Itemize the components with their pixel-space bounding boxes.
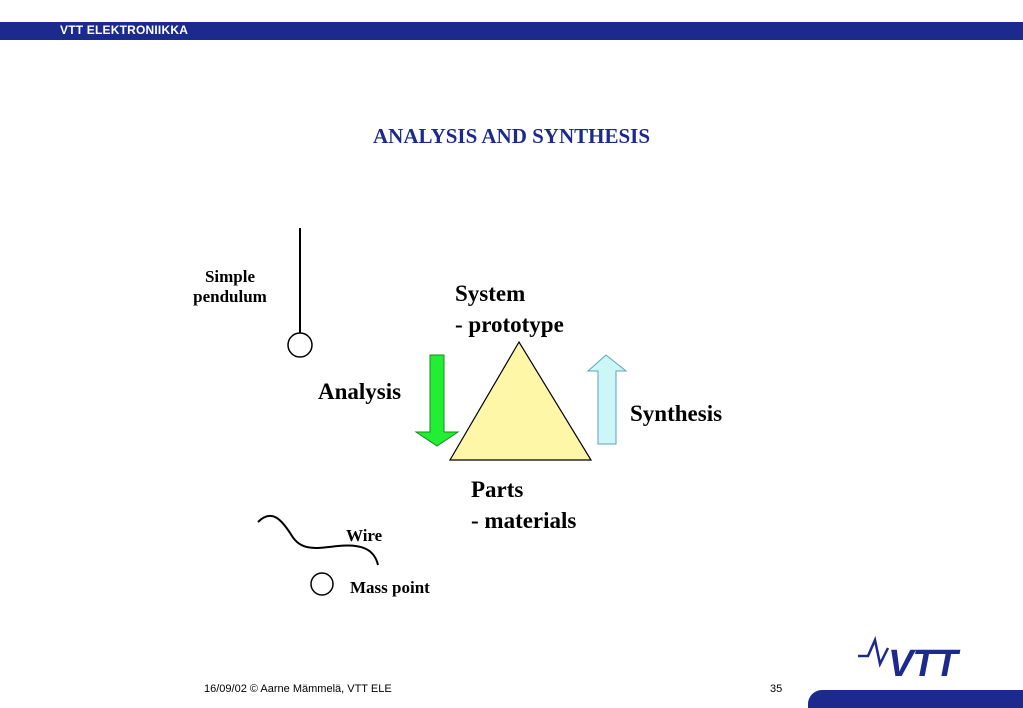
pendulum-bob (287, 332, 313, 358)
synthesis-label: Synthesis (630, 401, 723, 426)
slide-title: ANALYSIS AND SYNTHESIS (373, 124, 650, 148)
pendulum-label-line1: Simple (204, 267, 256, 286)
wire-curve (257, 515, 379, 566)
footer-band (808, 690, 1023, 708)
footer-credit: 16/09/02 © Aarne Mämmelä, VTT ELE (204, 683, 392, 695)
system-label: System - prototype (455, 278, 564, 340)
pendulum-label: Simple pendulum (178, 267, 282, 307)
analysis-label: Analysis (318, 379, 402, 404)
parts-label-line1: Parts (471, 477, 524, 502)
pendulum-label-line2: pendulum (193, 287, 267, 306)
parts-label-line2: - materials (471, 508, 577, 533)
synthesis-arrow-icon (586, 354, 628, 445)
mass-point-circle (310, 572, 334, 596)
wire-label: Wire (346, 526, 383, 545)
org-name: VTT ELEKTRONIIKKA (60, 23, 189, 37)
parts-label: Parts - materials (471, 474, 576, 536)
vtt-logo: VTT (858, 635, 962, 685)
analysis-arrow-icon (414, 354, 460, 447)
header-bar: VTT ELEKTRONIIKKA (0, 22, 1023, 40)
page-number: 35 (770, 683, 783, 695)
vtt-logo-text: VTT (888, 643, 961, 685)
system-parts-triangle (448, 340, 593, 461)
system-label-line1: System (455, 281, 526, 306)
mass-point-label: Mass point (350, 578, 430, 597)
system-label-line2: - prototype (455, 312, 564, 337)
